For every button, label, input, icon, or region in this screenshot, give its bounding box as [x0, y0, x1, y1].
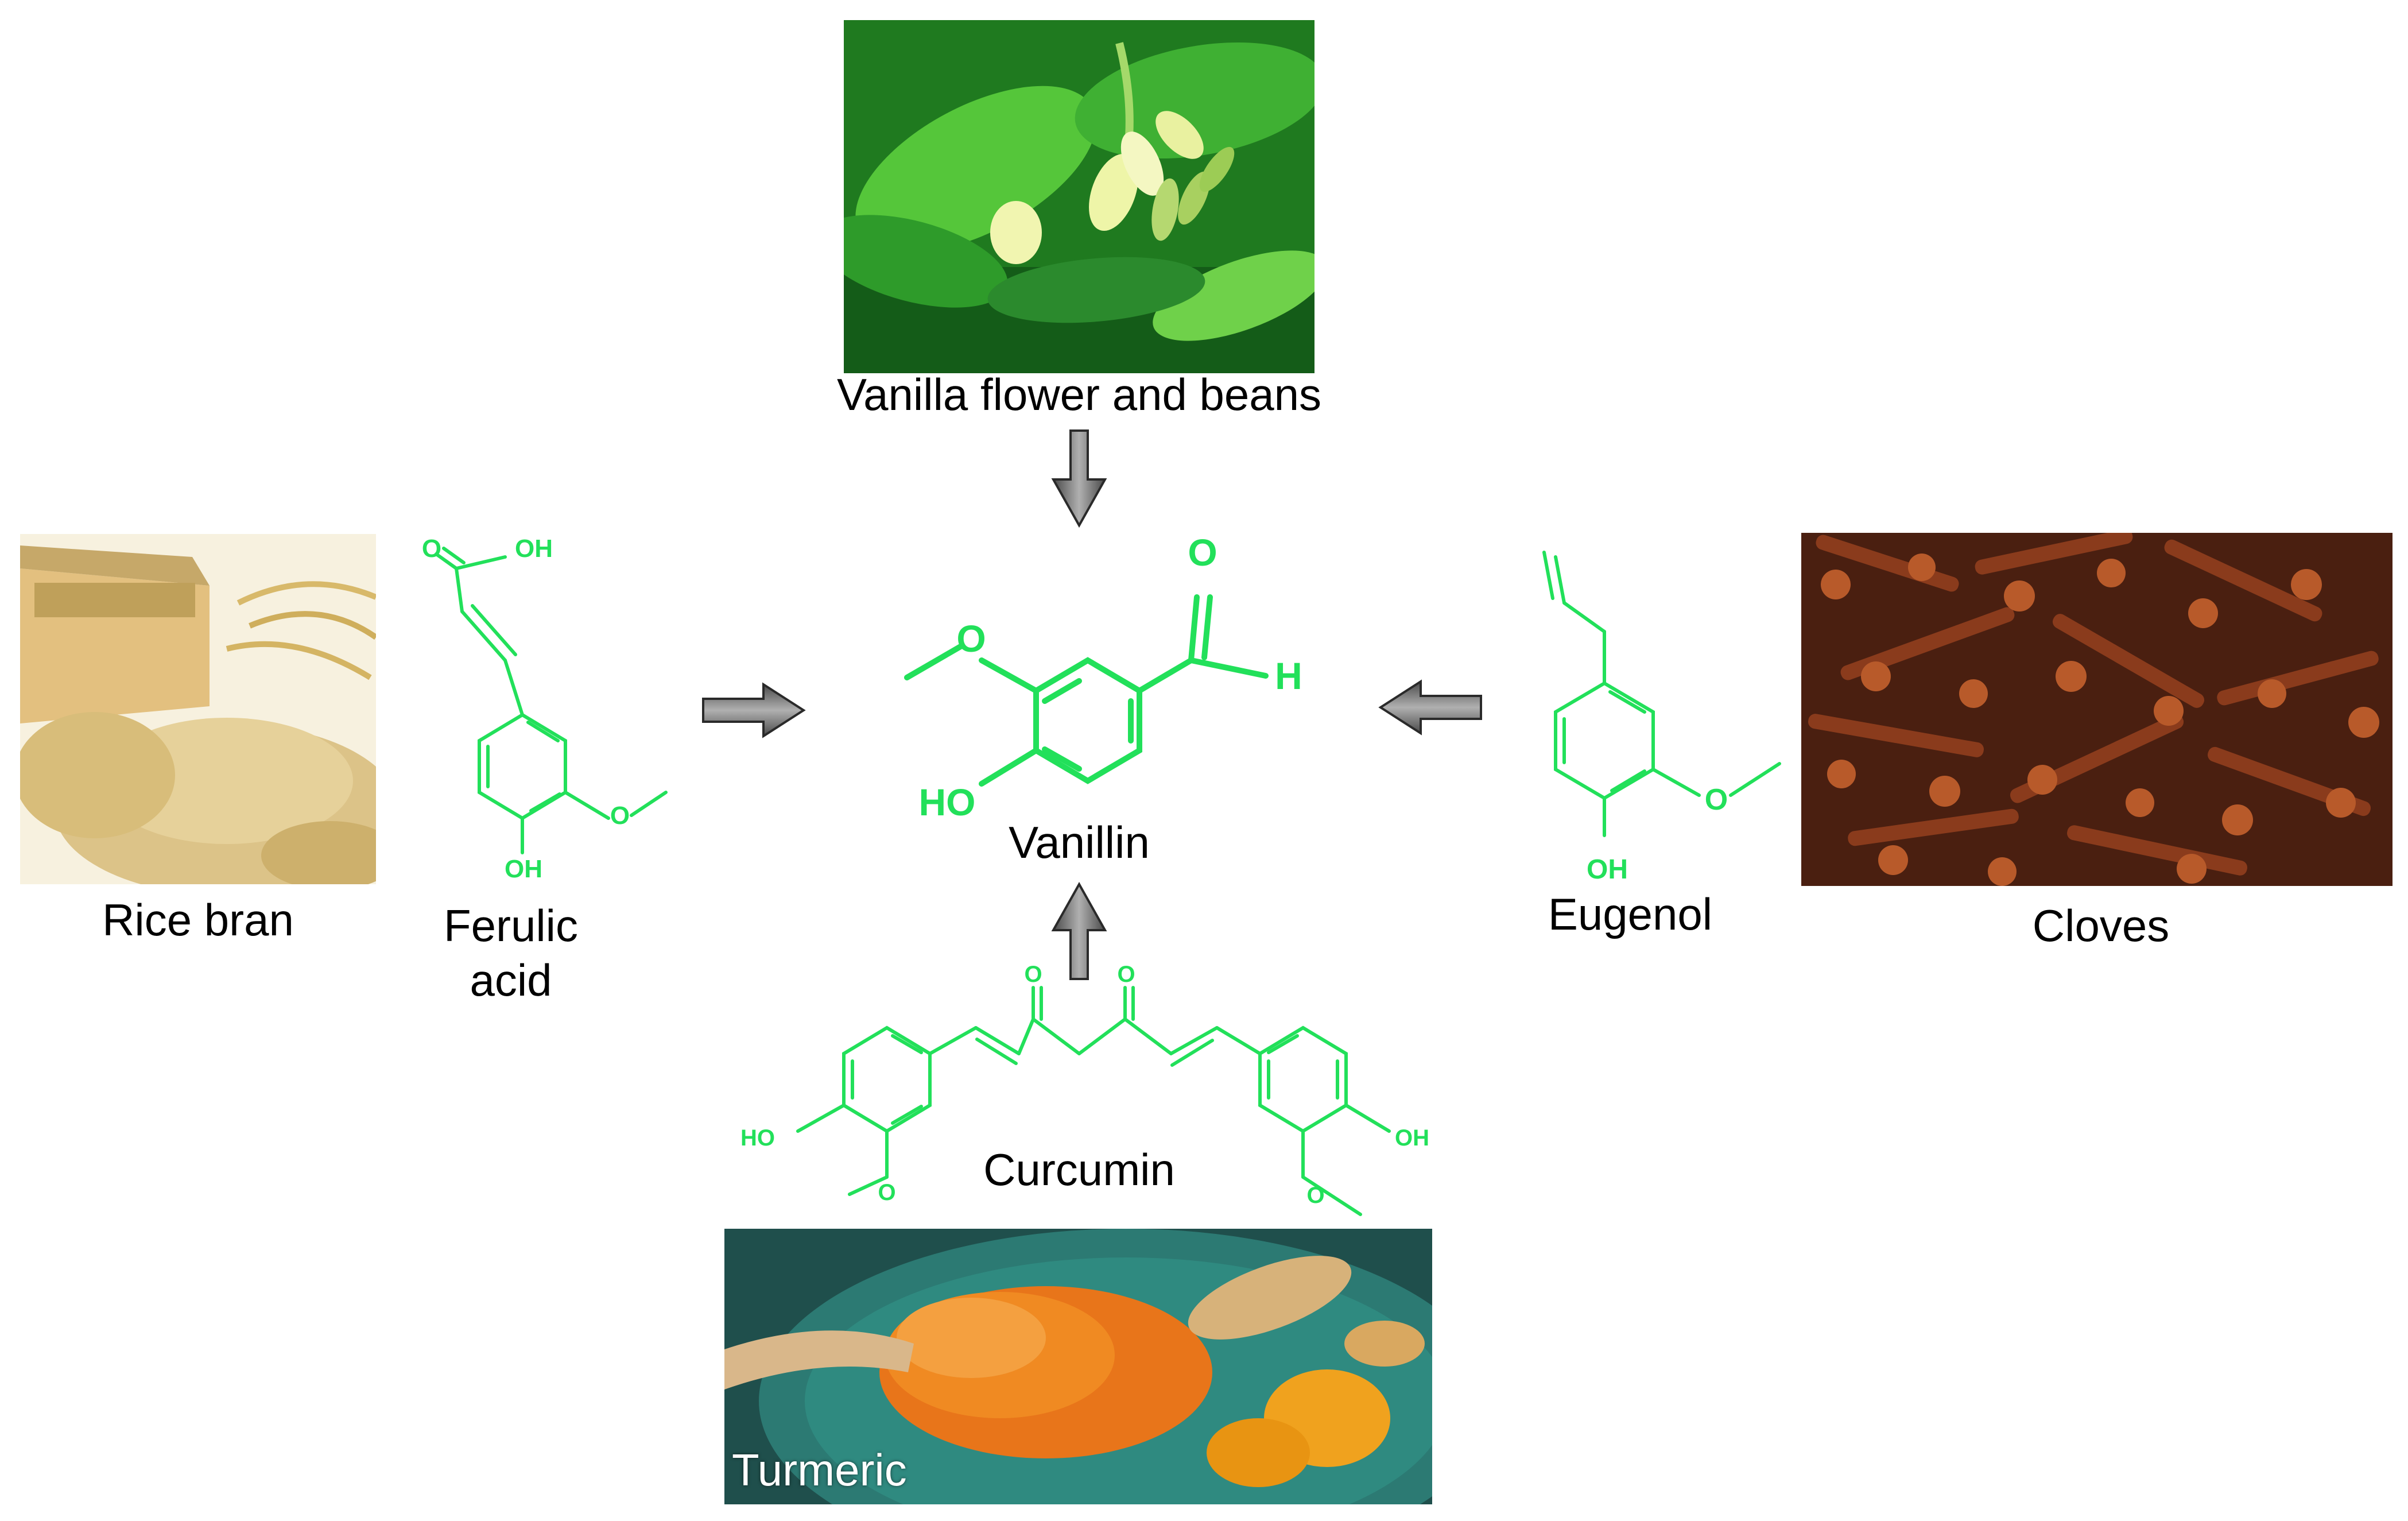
ferulic-acid-label: Ferulic acid	[367, 899, 654, 1008]
vanillin-label: Vanillin	[1009, 817, 1150, 868]
ferulic-acid-label-line2: acid	[470, 955, 552, 1006]
vanilla-photo	[844, 20, 1314, 373]
curcumin-label: Curcumin	[983, 1144, 1175, 1195]
rice-bran-photo	[20, 534, 376, 884]
cloves-label: Cloves	[2032, 900, 2170, 951]
turmeric-label: Turmeric	[732, 1445, 907, 1495]
curcumin-structure	[796, 986, 1391, 1216]
curcumin-left-carbonyl-oxygen: O	[1024, 962, 1042, 987]
ferulic-acid-label-line1: Ferulic	[443, 900, 579, 951]
arrow-left-from-eugenol	[1378, 679, 1482, 736]
ferulic-acid-structure	[435, 547, 668, 854]
curcumin-left-methoxy-oxygen: O	[878, 1180, 895, 1205]
vanillin-methoxy-oxygen: O	[956, 617, 986, 660]
ferulic-phenol-hydroxyl: OH	[505, 855, 542, 883]
vanillin-hydroxyl: HO	[919, 781, 976, 823]
eugenol-structure	[1542, 551, 1781, 837]
vanillin-hydrogen: H	[1275, 655, 1302, 697]
curcumin-right-hydroxyl: OH	[1395, 1125, 1429, 1151]
vanillin-structure	[904, 594, 1269, 787]
eugenol-label: Eugenol	[1548, 889, 1713, 939]
cloves-photo	[1801, 533, 2393, 886]
curcumin-right-methoxy-oxygen: O	[1306, 1183, 1324, 1208]
rice-bran-label: Rice bran	[102, 895, 294, 945]
vanilla-source-label: Vanilla flower and beans	[836, 369, 1322, 420]
eugenol-hydroxyl: OH	[1587, 854, 1628, 885]
curcumin-right-carbonyl-oxygen: O	[1117, 962, 1135, 987]
vanillin-oxygen-top: O	[1188, 531, 1217, 574]
eugenol-methoxy-oxygen: O	[1705, 783, 1728, 816]
ferulic-methoxy-oxygen: O	[610, 802, 630, 830]
arrow-up-from-curcumin	[1051, 881, 1107, 980]
arrow-right-from-ferulic	[702, 682, 806, 738]
arrow-down-from-vanilla	[1051, 429, 1107, 528]
ferulic-carbonyl-oxygen: O	[422, 535, 441, 563]
ferulic-acid-hydroxyl: OH	[515, 535, 553, 563]
turmeric-photo	[724, 1229, 1432, 1504]
curcumin-left-hydroxyl: HO	[740, 1125, 775, 1151]
